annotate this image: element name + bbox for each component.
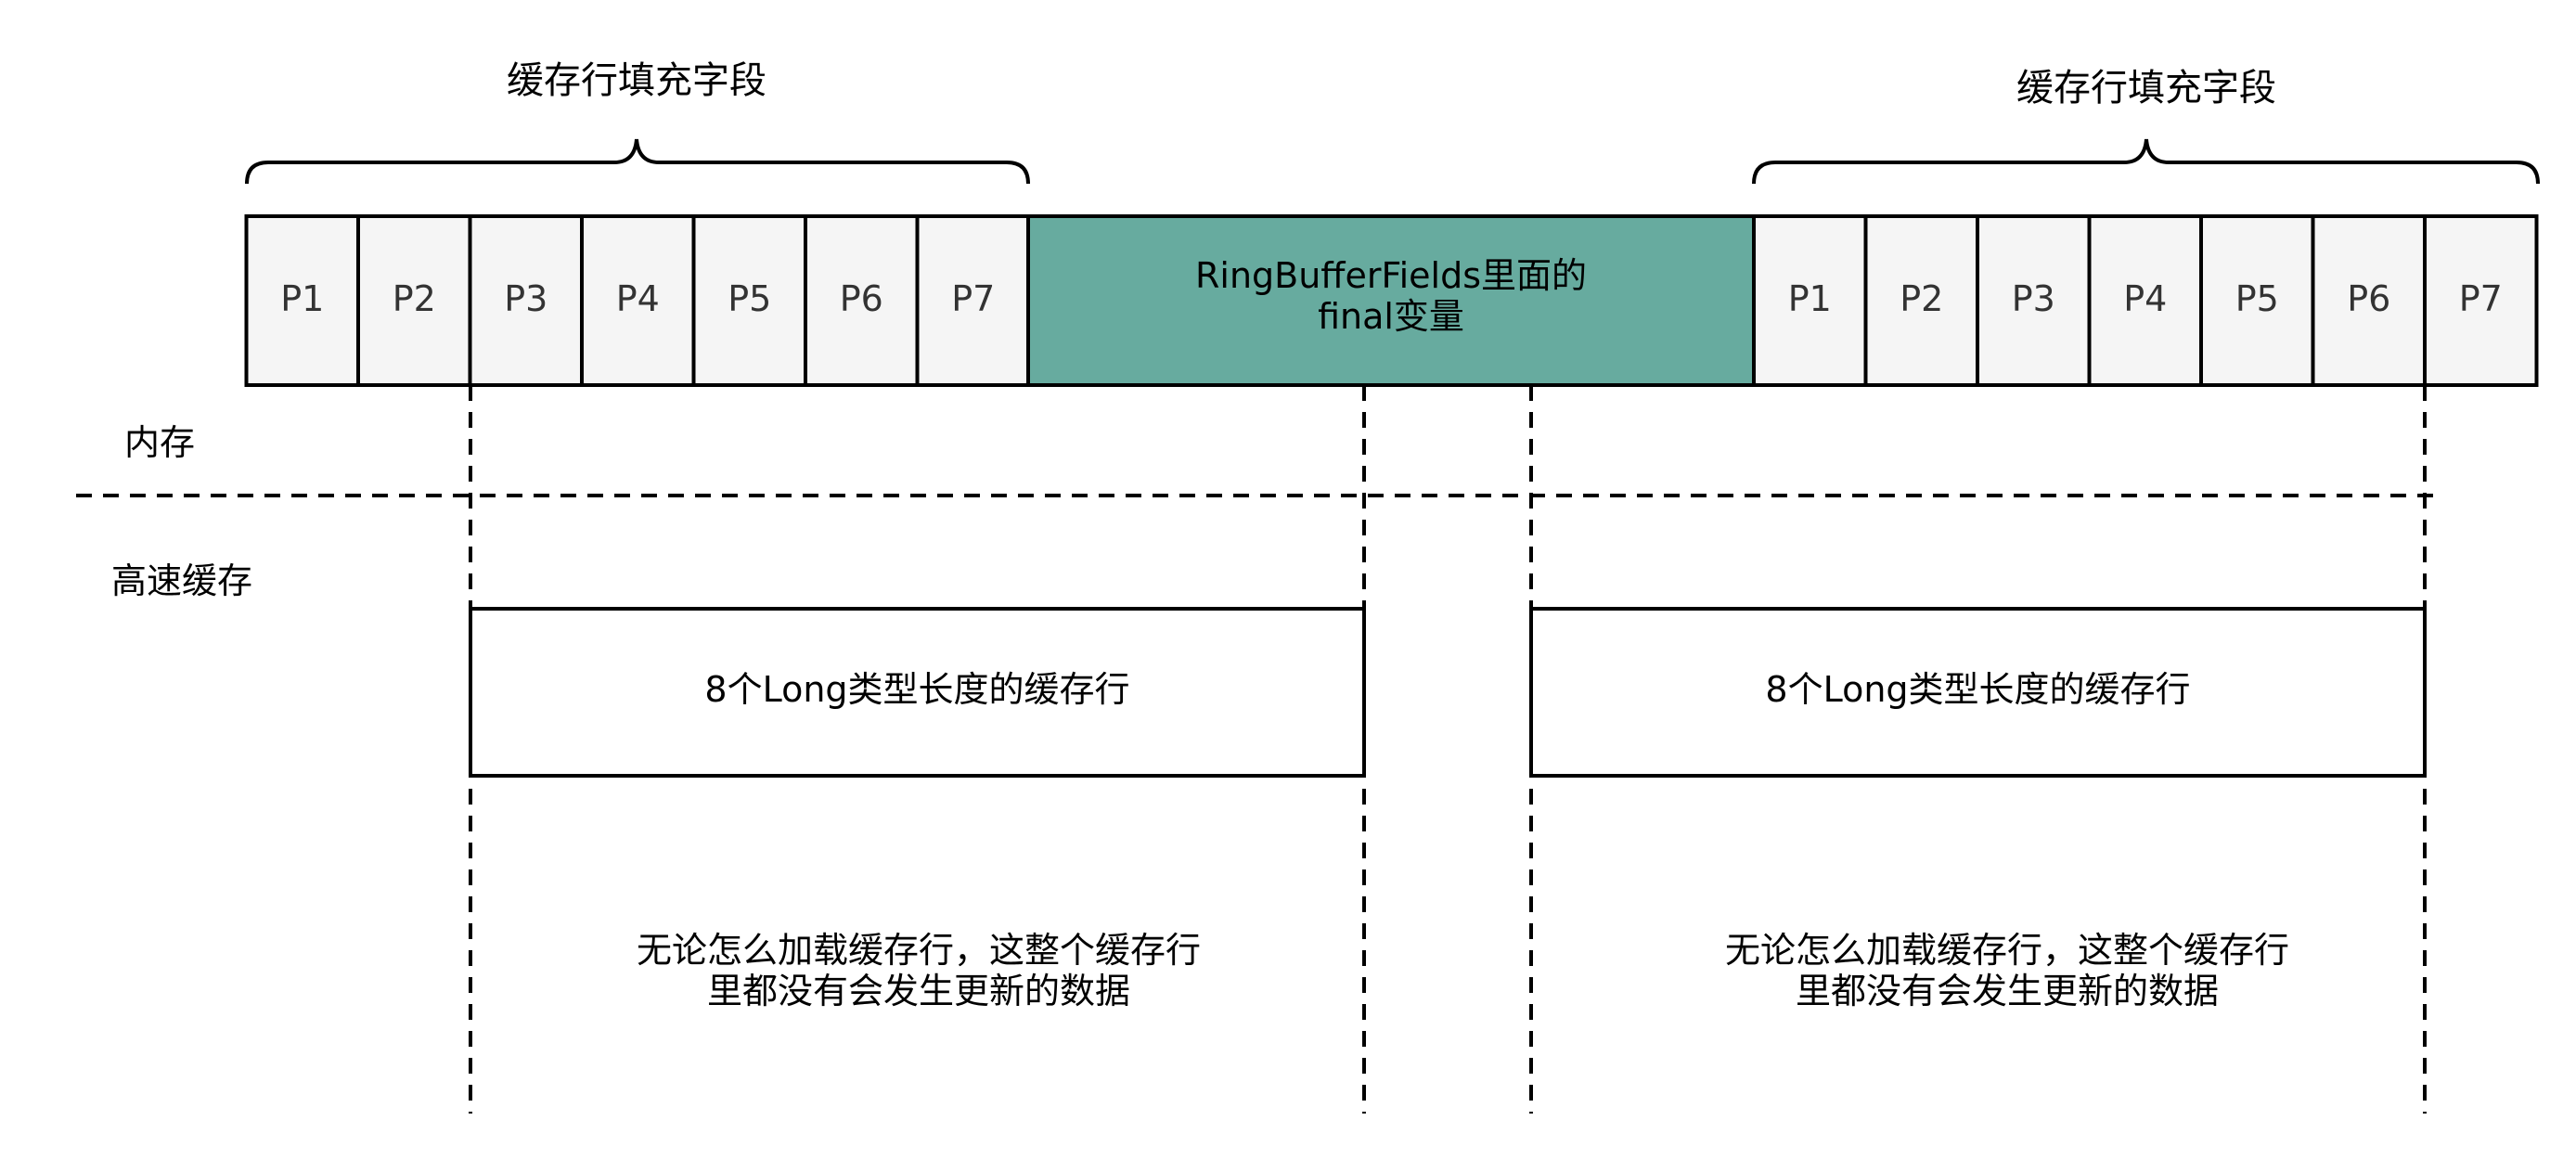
note-left-line1: 无论怎么加载缓存行，这整个缓存行 <box>636 930 1201 971</box>
final-variable-label: RingBufferFields里面的 final变量 <box>1028 255 1754 337</box>
pad-cell-label-right-6: P6 <box>2347 278 2391 319</box>
note-left-line2: 里都没有会发生更新的数据 <box>706 970 1130 1011</box>
note-right-line2: 里都没有会发生更新的数据 <box>1795 970 2219 1011</box>
padding-cells-left <box>244 214 1031 387</box>
cache-line-box-right <box>1529 607 2427 778</box>
note-right: 无论怎么加载缓存行，这整个缓存行 里都没有会发生更新的数据 <box>1590 930 2425 1011</box>
pad-cell-label-left-5: P5 <box>728 278 772 319</box>
pad-cell-left-4 <box>580 214 696 387</box>
memory-label: 内存 <box>124 422 196 463</box>
pad-cell-right-4 <box>2087 214 2203 387</box>
pad-cell-right-7 <box>2423 214 2539 387</box>
pad-cell-right-6 <box>2311 214 2427 387</box>
padding-cells-right <box>1752 214 2539 387</box>
pad-cell-label-left-7: P7 <box>951 278 996 319</box>
pad-cell-label-right-4: P4 <box>2123 278 2168 319</box>
pad-cell-right-2 <box>1863 214 1979 387</box>
cache-line-label-left: 8个Long类型长度的缓存行 <box>704 669 1130 710</box>
pad-cell-label-left-2: P2 <box>392 278 436 319</box>
final-variable-block <box>1026 214 1756 387</box>
pad-cell-label-left-4: P4 <box>615 278 660 319</box>
pad-cell-left-7 <box>915 214 1031 387</box>
note-right-line1: 无论怎么加载缓存行，这整个缓存行 <box>1724 930 2289 971</box>
pad-cell-label-right-2: P2 <box>1900 278 1944 319</box>
pad-cell-label-left-1: P1 <box>280 278 325 319</box>
pad-cell-label-left-3: P3 <box>504 278 548 319</box>
pad-cell-label-right-1: P1 <box>1787 278 1832 319</box>
pad-cell-label-right-7: P7 <box>2458 278 2503 319</box>
cache-line-label-right: 8个Long类型长度的缓存行 <box>1765 669 2191 710</box>
brace-label-left: 缓存行填充字段 <box>507 59 766 102</box>
pad-cell-label-right-5: P5 <box>2235 278 2279 319</box>
pad-cell-label-left-6: P6 <box>839 278 883 319</box>
pad-cell-label-right-3: P3 <box>2011 278 2055 319</box>
brace-left <box>245 138 1030 185</box>
note-left: 无论怎么加载缓存行，这整个缓存行 里都没有会发生更新的数据 <box>501 930 1336 1011</box>
cache-label: 高速缓存 <box>111 560 253 601</box>
brace-label-right: 缓存行填充字段 <box>2016 67 2276 109</box>
final-variable-line2: final变量 <box>1318 295 1464 337</box>
pad-cell-right-1 <box>1752 214 1868 387</box>
brace-right <box>1752 138 2540 185</box>
pad-cell-left-3 <box>468 214 584 387</box>
pad-cell-left-6 <box>804 214 920 387</box>
cache-line-box-left <box>469 607 1366 778</box>
pad-cell-right-3 <box>1976 214 2092 387</box>
final-variable-line1: RingBufferFields里面的 <box>1194 255 1587 296</box>
